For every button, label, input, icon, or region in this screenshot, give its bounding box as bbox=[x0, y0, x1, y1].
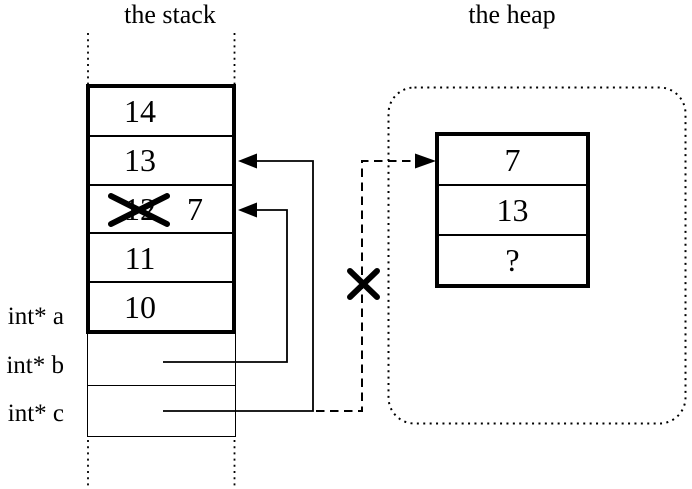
arrowhead-left-icon bbox=[238, 202, 257, 218]
arrowhead-right-icon bbox=[415, 153, 436, 169]
stack-cell-10: 10 bbox=[90, 283, 232, 330]
var-label-c: int* c bbox=[7, 400, 64, 427]
stack-title: the stack bbox=[124, 0, 216, 29]
stack-cell-13: 13 bbox=[90, 137, 232, 186]
pointer-cell-b bbox=[88, 334, 235, 386]
heap-cell-value: 7 bbox=[504, 142, 521, 178]
heap-cell-value: 13 bbox=[496, 192, 529, 228]
stack-cell-14: 14 bbox=[90, 88, 232, 137]
stack-cell-11: 11 bbox=[90, 234, 232, 284]
heap-title: the heap bbox=[468, 0, 556, 29]
heap-block-box: 7 13 ? bbox=[435, 132, 590, 288]
var-label-b: int* b bbox=[6, 352, 64, 379]
dangling-pointer-dashed-arrow bbox=[316, 153, 436, 412]
stack-cell-value: 14 bbox=[124, 93, 156, 130]
stack-cell-new-value: 7 bbox=[187, 190, 203, 227]
stack-cell-12-overwritten: 12 7 bbox=[90, 186, 232, 235]
var-label-a: int* a bbox=[7, 303, 64, 330]
stack-cell-value: 13 bbox=[124, 142, 156, 179]
stack-frame-box: 14 13 12 7 11 10 bbox=[86, 84, 236, 334]
stack-cell-value: 10 bbox=[124, 288, 156, 325]
arrowhead-left-icon bbox=[238, 153, 257, 169]
pointer-cell-c bbox=[88, 386, 235, 437]
heap-cell-value: ? bbox=[505, 242, 520, 278]
stack-cell-value: 11 bbox=[124, 239, 156, 276]
stack-cell-old-value: 12 bbox=[124, 190, 156, 227]
heap-cell-unknown: ? bbox=[439, 236, 586, 284]
heap-cell-13: 13 bbox=[439, 186, 586, 236]
pointer-variable-cells bbox=[87, 334, 236, 437]
heap-cell-7: 7 bbox=[439, 136, 586, 186]
invalid-pointer-x-icon bbox=[347, 268, 380, 300]
